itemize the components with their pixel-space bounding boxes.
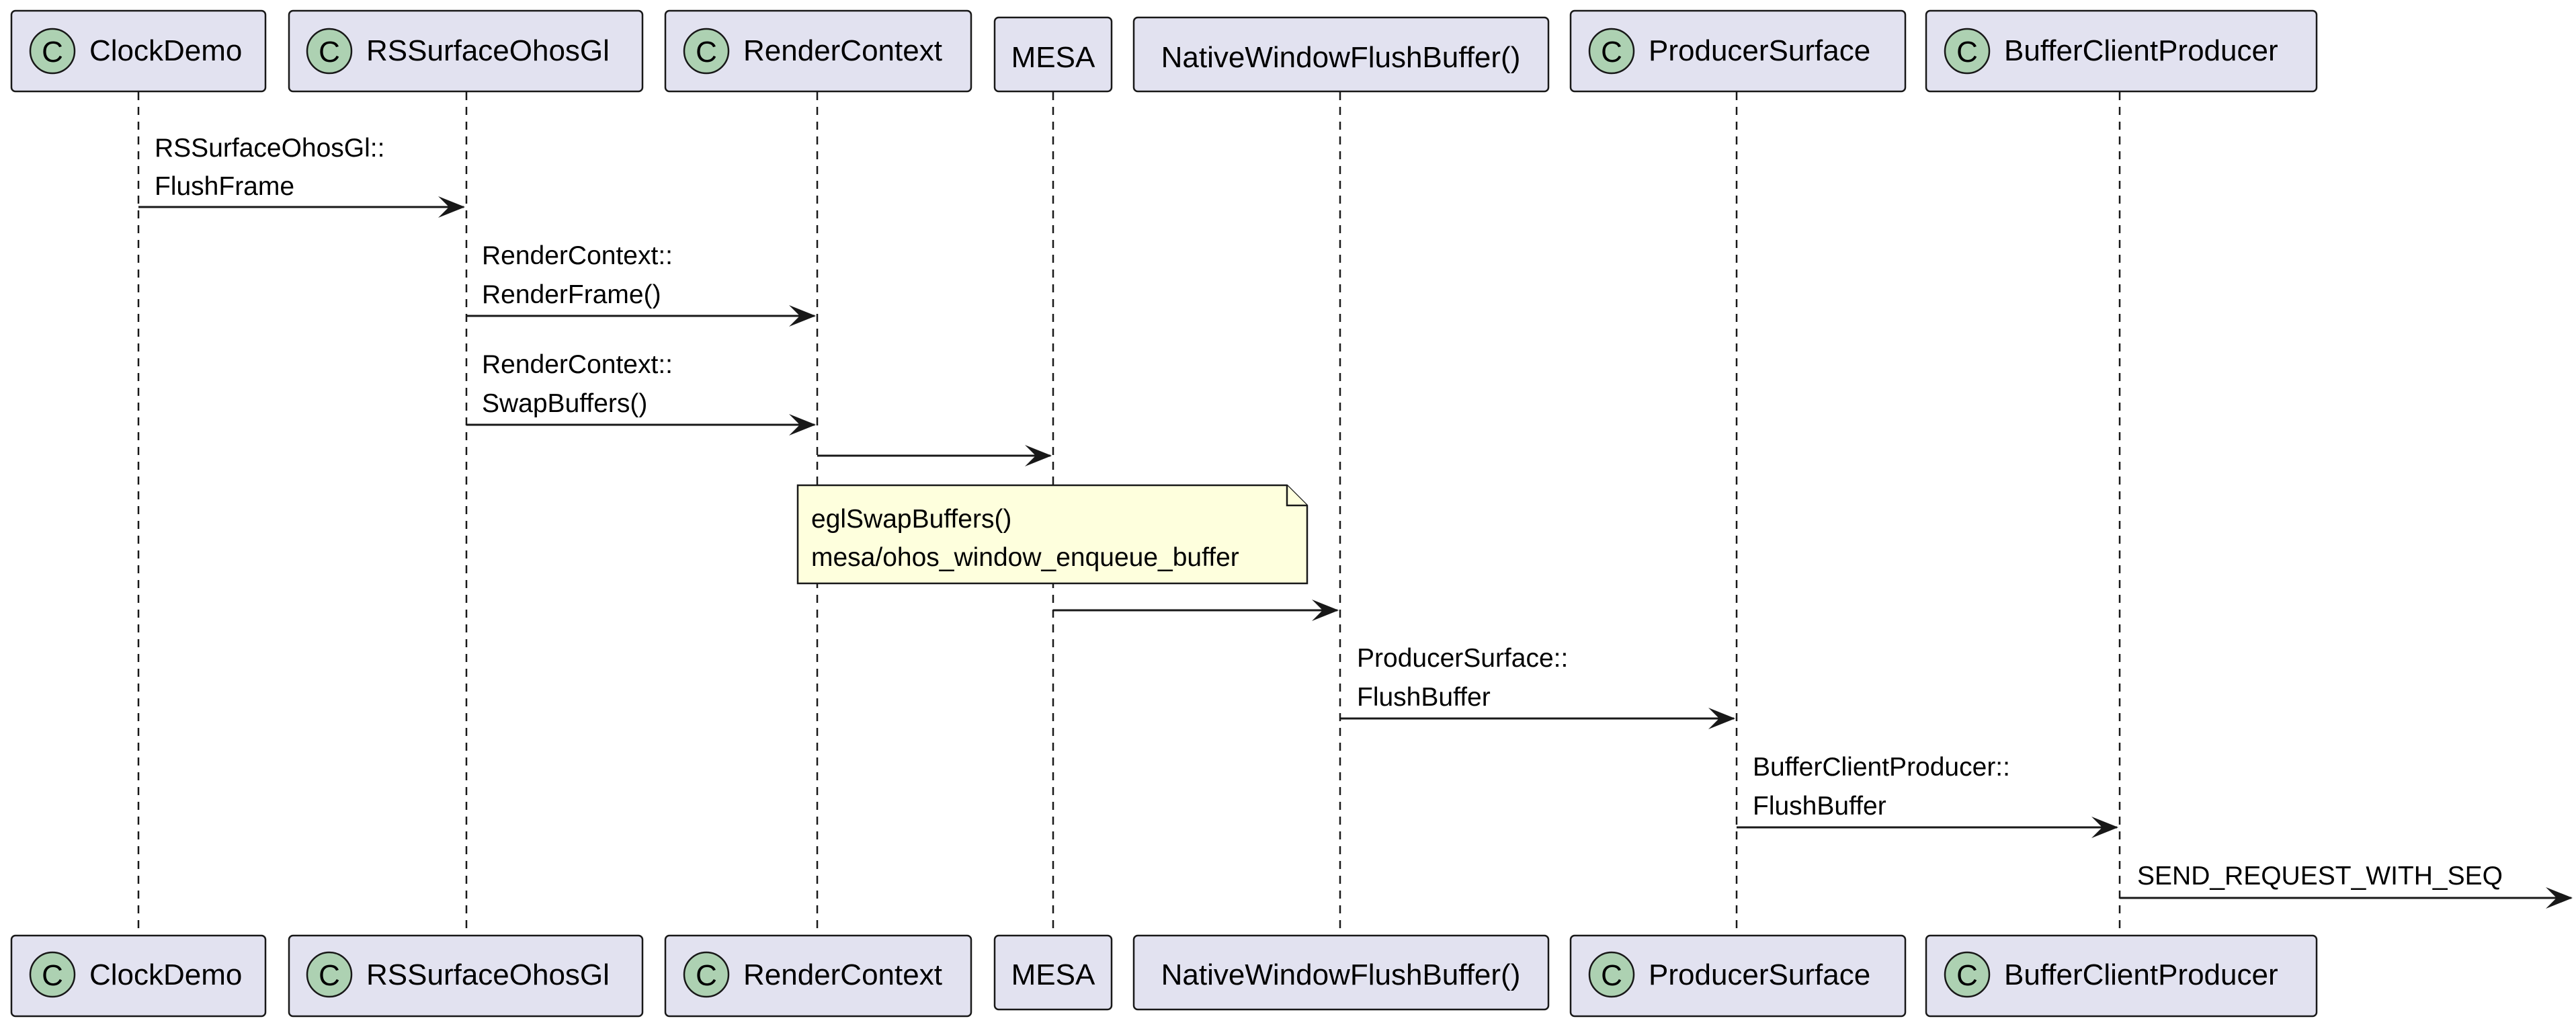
participant-nativewindowflushbuffer: NativeWindowFlushBuffer() [1132, 16, 1550, 93]
message-label: ProducerSurface:: [1357, 644, 1568, 673]
message-label: FlushBuffer [1753, 792, 1886, 821]
class-c-glyph: C [1601, 959, 1622, 992]
class-c-icon [1944, 28, 1991, 75]
class-c-icon [1588, 28, 1635, 75]
class-c-icon [683, 951, 730, 998]
participant-rssurfaceohosgl: C RSSurfaceOhosGl [288, 9, 644, 93]
message-bufferclientproducer-flushbuffer: BufferClientProducer:: FlushBuffer [1737, 753, 2118, 838]
participant-bufferclientproducer-bottom: C BufferClientProducer [1925, 934, 2318, 1018]
participants-top: C ClockDemo C RSSurfaceOhosGl C RenderCo… [10, 9, 2318, 93]
class-c-icon [1588, 951, 1635, 998]
message-producersurface-flushbuffer: ProducerSurface:: FlushBuffer [1340, 644, 1735, 729]
participant-label: RSSurfaceOhosGl [366, 958, 610, 991]
participant-producersurface-bottom: C ProducerSurface [1569, 934, 1907, 1018]
class-c-glyph: C [696, 36, 717, 69]
class-c-glyph: C [1601, 36, 1622, 69]
message-send-request-with-seq: SEND_REQUEST_WITH_SEQ [2120, 862, 2573, 909]
participant-clockdemo-bottom: C ClockDemo [10, 934, 267, 1018]
messages: RSSurfaceOhosGl:: FlushFrame RenderConte… [138, 134, 2573, 909]
class-c-icon [1944, 951, 1991, 998]
participant-mesa: MESA [993, 16, 1113, 93]
arrowhead-icon [1025, 445, 1052, 466]
message-label: RenderFrame() [482, 280, 661, 309]
participant-label: ClockDemo [89, 958, 242, 991]
arrowhead-icon [1708, 708, 1735, 729]
message-label: RenderContext:: [482, 350, 673, 379]
class-c-icon [306, 951, 353, 998]
class-c-glyph: C [319, 959, 340, 992]
participant-producersurface: C ProducerSurface [1569, 9, 1907, 93]
message-renderframe: RenderContext:: RenderFrame() [466, 241, 816, 327]
class-c-glyph: C [42, 959, 63, 992]
arrowhead-icon [789, 414, 816, 436]
note-text: eglSwapBuffers() [811, 505, 1011, 534]
participant-label: MESA [1011, 41, 1095, 74]
message-label: BufferClientProducer:: [1753, 753, 2010, 782]
message-label: FlushBuffer [1357, 683, 1491, 712]
class-c-glyph: C [1956, 36, 1978, 69]
message-swapbuffers: RenderContext:: SwapBuffers() [466, 350, 816, 436]
class-c-glyph: C [319, 36, 340, 69]
class-c-glyph: C [696, 959, 717, 992]
participant-label: NativeWindowFlushBuffer() [1161, 41, 1521, 74]
message-label: RSSurfaceOhosGl:: [155, 134, 384, 163]
participant-label: RenderContext [743, 958, 942, 991]
participant-rendercontext-bottom: C RenderContext [664, 934, 972, 1018]
participant-label: BufferClientProducer [2004, 34, 2278, 67]
message-mesa-to-nativewindowflushbuffer [1053, 600, 1339, 621]
participants-bottom: C ClockDemo C RSSurfaceOhosGl C RenderCo… [10, 934, 2318, 1018]
class-c-icon [306, 28, 353, 75]
message-flushframe: RSSurfaceOhosGl:: FlushFrame [138, 134, 465, 218]
participant-mesa-bottom: MESA [993, 934, 1113, 1011]
participant-label: NativeWindowFlushBuffer() [1161, 958, 1521, 991]
message-label: FlushFrame [155, 172, 294, 201]
participant-label: ProducerSurface [1649, 958, 1870, 991]
arrowhead-icon [438, 196, 465, 218]
message-label: SEND_REQUEST_WITH_SEQ [2137, 862, 2503, 891]
class-c-glyph: C [42, 36, 63, 69]
arrowhead-icon [2546, 887, 2573, 909]
message-label: RenderContext:: [482, 241, 673, 270]
participant-label: ClockDemo [89, 34, 242, 67]
class-c-icon [29, 28, 76, 75]
arrowhead-icon [2091, 817, 2118, 838]
class-c-icon [29, 951, 76, 998]
message-rendercontext-to-mesa [817, 445, 1052, 466]
participant-nativewindowflushbuffer-bottom: NativeWindowFlushBuffer() [1132, 934, 1550, 1011]
participant-label: MESA [1011, 958, 1095, 991]
class-c-glyph: C [1956, 959, 1978, 992]
participant-rendercontext: C RenderContext [664, 9, 972, 93]
participant-rssurfaceohosgl-bottom: C RSSurfaceOhosGl [288, 934, 644, 1018]
arrowhead-icon [789, 305, 816, 327]
participant-label: RSSurfaceOhosGl [366, 34, 610, 67]
class-c-icon [683, 28, 730, 75]
participant-clockdemo: C ClockDemo [10, 9, 267, 93]
participant-label: RenderContext [743, 34, 942, 67]
participant-bufferclientproducer: C BufferClientProducer [1925, 9, 2318, 93]
note-text: mesa/ohos_window_enqueue_buffer [811, 543, 1239, 572]
arrowhead-icon [1312, 600, 1339, 621]
participant-label: BufferClientProducer [2004, 958, 2278, 991]
participant-label: ProducerSurface [1649, 34, 1870, 67]
message-label: SwapBuffers() [482, 389, 647, 418]
note-eglswapbuffers: eglSwapBuffers() mesa/ohos_window_enqueu… [796, 484, 1308, 585]
